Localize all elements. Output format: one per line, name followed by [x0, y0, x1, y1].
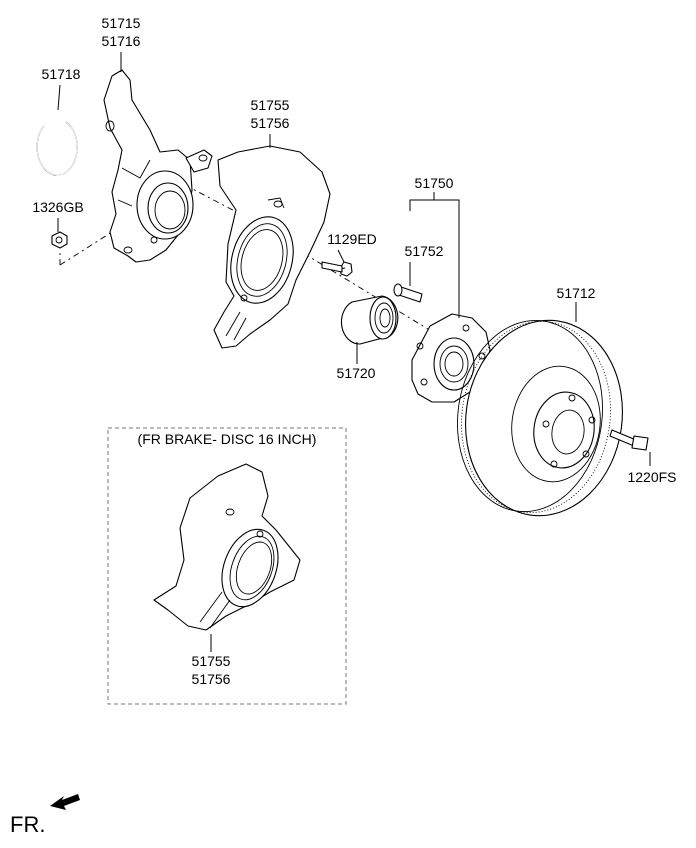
label-hub-assembly: 51750: [415, 175, 454, 191]
flange-nut[interactable]: [51, 231, 68, 249]
label-brake-disc: 51712: [557, 285, 596, 301]
label-bearing: 51720: [337, 365, 376, 381]
dust-cover[interactable]: [213, 145, 331, 349]
brake-disc[interactable]: [445, 310, 635, 526]
countersunk-screw[interactable]: [609, 429, 649, 451]
hub-bolt[interactable]: [393, 283, 423, 303]
label-knuckle-right: 51716: [102, 33, 141, 49]
label-bolt: 1129ED: [327, 231, 377, 247]
part-labels: 51715 51716 51718 1326GB 51755 51756 112…: [32, 15, 676, 687]
label-snap-ring: 51718: [42, 66, 81, 82]
label-nut: 1326GB: [32, 199, 83, 215]
variant-box: (FR BRAKE- DISC 16 INCH): [107, 427, 347, 705]
snap-ring[interactable]: [36, 121, 78, 176]
label-dust-cover-left: 51755: [251, 97, 290, 113]
label-knuckle-left: 51715: [102, 15, 141, 31]
hex-bolt[interactable]: [321, 261, 353, 277]
label-screw: 1220FS: [627, 469, 676, 485]
steering-knuckle[interactable]: [103, 69, 213, 263]
leader-lines: [57, 52, 651, 652]
alt-dust-cover[interactable]: [153, 463, 301, 631]
label-dust-cover-right: 51756: [251, 115, 290, 131]
front-arrow-icon: [50, 794, 80, 810]
front-direction-indicator: FR.: [10, 794, 80, 837]
variant-box-title: (FR BRAKE- DISC 16 INCH): [138, 431, 317, 447]
wheel-hub[interactable]: [411, 313, 491, 403]
front-label: FR.: [10, 812, 45, 837]
label-alt-dust-cover-left: 51755: [192, 653, 231, 669]
label-hub-bolt: 51752: [405, 243, 444, 259]
label-alt-dust-cover-right: 51756: [192, 671, 231, 687]
wheel-bearing[interactable]: [340, 295, 399, 345]
